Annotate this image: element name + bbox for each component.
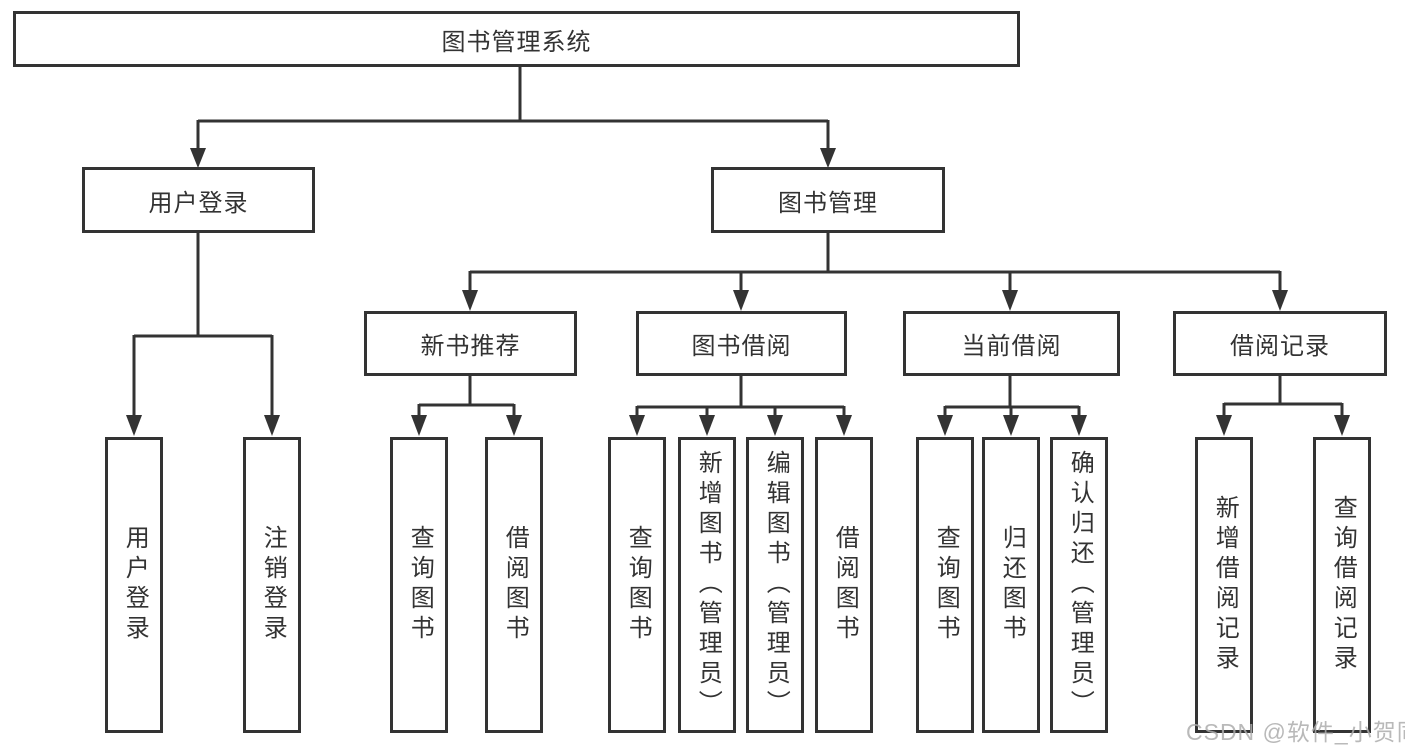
node-label: 借阅图书: [831, 525, 859, 645]
node-label: 当前借阅: [961, 333, 1062, 360]
node-label: 图书借阅: [691, 333, 792, 360]
watermark: CSDN @软件_小贺同学: [1186, 719, 1405, 745]
node-label: 用户登录: [121, 525, 149, 645]
node-label: 查询图书: [406, 525, 434, 645]
node-book-borrowing: 图书借阅: [636, 311, 847, 376]
node-label: 查询图书: [932, 525, 960, 645]
node-new-book-recommendation: 新书推荐: [364, 311, 577, 376]
node-book-management-branch: 图书管理: [711, 167, 945, 233]
node-label: 图书管理系统: [441, 28, 592, 56]
node-library-management-system: 图书管理系统: [13, 11, 1020, 67]
node-label: 借阅图书: [501, 525, 529, 645]
node-edit-books-admin: 编辑图书（管理员）: [746, 437, 804, 733]
node-query-books-recommendation: 查询图书: [390, 437, 448, 733]
node-borrow-books-recommendation: 借阅图书: [485, 437, 543, 733]
node-current-borrowing: 当前借阅: [903, 311, 1120, 376]
node-label: 图书管理: [778, 189, 878, 217]
node-borrow-books-borrowing: 借阅图书: [815, 437, 873, 733]
node-add-books-admin: 新增图书（管理员）: [678, 437, 736, 733]
node-user-login: 用户登录: [105, 437, 163, 733]
node-add-borrow-record: 新增借阅记录: [1195, 437, 1253, 733]
node-label: 确认归还（管理员）: [1066, 450, 1094, 720]
node-borrowing-records: 借阅记录: [1173, 311, 1387, 376]
node-label: 新书推荐: [420, 333, 521, 360]
node-label: 借阅记录: [1230, 333, 1330, 360]
node-label: 注销登录: [259, 525, 287, 645]
arrowheads: [126, 148, 1350, 436]
node-return-books: 归还图书: [982, 437, 1040, 733]
node-confirm-return-admin: 确认归还（管理员）: [1050, 437, 1108, 733]
node-label: 归还图书: [998, 525, 1026, 645]
node-label: 编辑图书（管理员）: [762, 450, 790, 720]
node-label: 新增借阅记录: [1211, 495, 1239, 675]
node-query-books-current: 查询图书: [916, 437, 974, 733]
node-query-borrow-record: 查询借阅记录: [1313, 437, 1371, 733]
node-logout-login: 注销登录: [243, 437, 301, 733]
node-label: 查询图书: [624, 525, 652, 645]
node-query-books-borrowing: 查询图书: [608, 437, 666, 733]
node-label: 查询借阅记录: [1329, 495, 1357, 675]
node-label: 用户登录: [148, 189, 249, 217]
node-user-login-branch: 用户登录: [82, 167, 315, 233]
node-label: 新增图书（管理员）: [694, 450, 722, 720]
